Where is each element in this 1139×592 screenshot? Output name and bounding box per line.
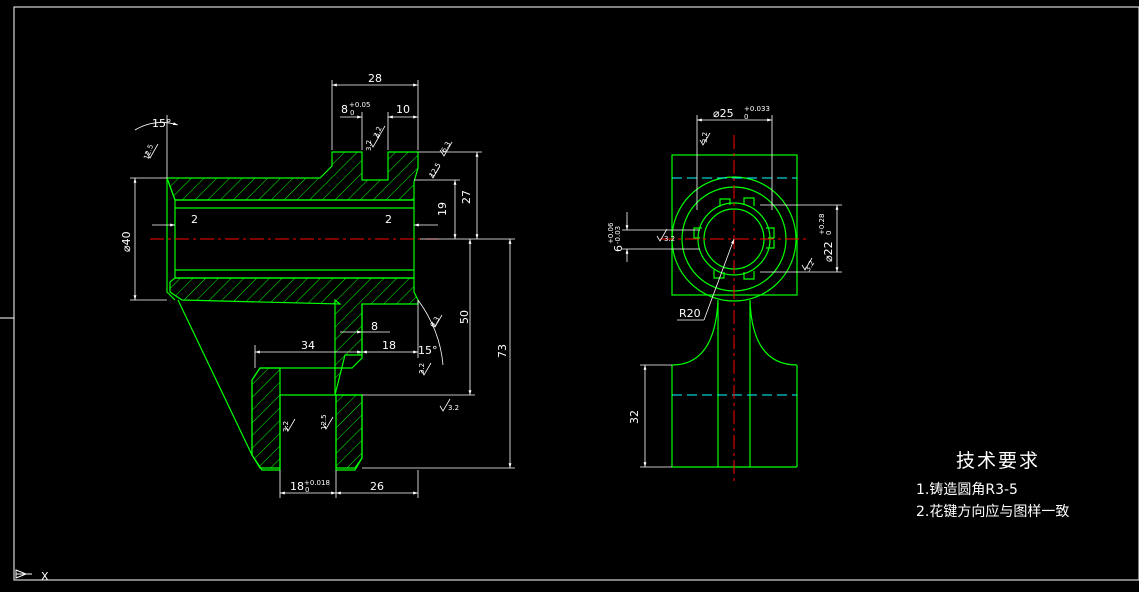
side-roughness-2: 3.2 [664, 235, 675, 243]
dim-side-top-dia: ⌀25 [713, 107, 734, 120]
dim-keyway-8-tol-upper: +0.05 [349, 101, 370, 109]
dim-chamfer-2-right: 2 [385, 213, 392, 226]
dim-bore-dia-40: ⌀40 [120, 231, 133, 252]
dim-top-10: 10 [396, 103, 410, 116]
roughness-9: 3.2 [282, 421, 290, 432]
dim-side-right-dia-tol-lower: 0 [825, 231, 833, 235]
front-dimension-lines [130, 80, 515, 498]
notes-item-2: 2.花键方向应与图样一致 [916, 503, 1069, 520]
roughness-5: 12.5 [428, 161, 443, 179]
dim-height-27: 27 [460, 190, 473, 204]
side-roughness-3: 3.2 [804, 259, 816, 273]
dim-height-73: 73 [496, 344, 509, 358]
dim-side-top-dia-tol-lower: 0 [744, 113, 748, 121]
dim-bottom-18-tol-lower: 0 [305, 486, 309, 494]
dim-keyway-8: 8 [341, 103, 348, 116]
dim-side-left-6-tol-lower: -0.03 [614, 226, 622, 244]
roughness-3: 3.2 [372, 125, 383, 138]
dim-side-left-6: 6 [612, 245, 625, 252]
dim-side-radius: R20 [679, 307, 701, 320]
dim-bottom-26: 26 [370, 480, 384, 493]
side-view [660, 135, 810, 482]
side-neck-right [749, 299, 798, 467]
dim-side-right-dia-tol-upper: +0.28 [818, 214, 826, 235]
notes-title: 技术要求 [956, 450, 1040, 472]
dim-height-19: 19 [436, 202, 449, 216]
side-roughness-symbols [656, 132, 813, 271]
roughness-2: 3.2 [365, 140, 373, 151]
spline-teeth [693, 197, 775, 280]
dim-chamfer-2-left: 2 [191, 213, 198, 226]
foot-hatch-right [335, 394, 363, 469]
dim-keyway-8-tol-lower: 0 [350, 109, 354, 117]
dim-angle-15-top: 15° [152, 117, 172, 130]
lower-hatch-section [169, 277, 419, 396]
dim-top-28: 28 [368, 72, 382, 85]
dim-width-34: 34 [301, 339, 315, 352]
dim-side-left-6-tol-upper: +0.06 [607, 222, 615, 244]
roughness-8: 3.2 [448, 404, 459, 412]
roughness-6: 6.3 [429, 315, 441, 329]
dim-width-8: 8 [371, 320, 378, 333]
front-view [150, 151, 440, 471]
drawing-frame [13, 6, 1139, 581]
dim-bottom-18-tol-upper: +0.018 [304, 479, 330, 487]
dim-side-right-dia: ⌀22 [822, 241, 835, 262]
dim-side-top-dia-tol-upper: +0.033 [744, 105, 770, 113]
dim-side-height-32: 32 [628, 410, 641, 424]
dim-angle-15-bottom: 15° [418, 344, 438, 357]
side-roughness-1: 3.2 [701, 132, 709, 143]
dim-height-50: 50 [458, 310, 471, 324]
foot-hatch-left [251, 367, 281, 469]
front-diagonal [177, 299, 253, 456]
ucs-x-label: X [41, 570, 49, 583]
roughness-7: 3.2 [418, 363, 426, 374]
upper-hatch-section [166, 151, 419, 201]
side-neck-left [671, 299, 719, 467]
side-dimension-lines [622, 115, 842, 468]
roughness-10: 12.5 [320, 414, 328, 430]
ucs-icon [15, 569, 32, 579]
dim-width-18: 18 [382, 339, 396, 352]
dim-bottom-18: 18 [290, 480, 304, 493]
notes-item-1: 1.铸造圆角R3-5 [916, 482, 1018, 498]
front-roughness-symbols [145, 125, 453, 432]
